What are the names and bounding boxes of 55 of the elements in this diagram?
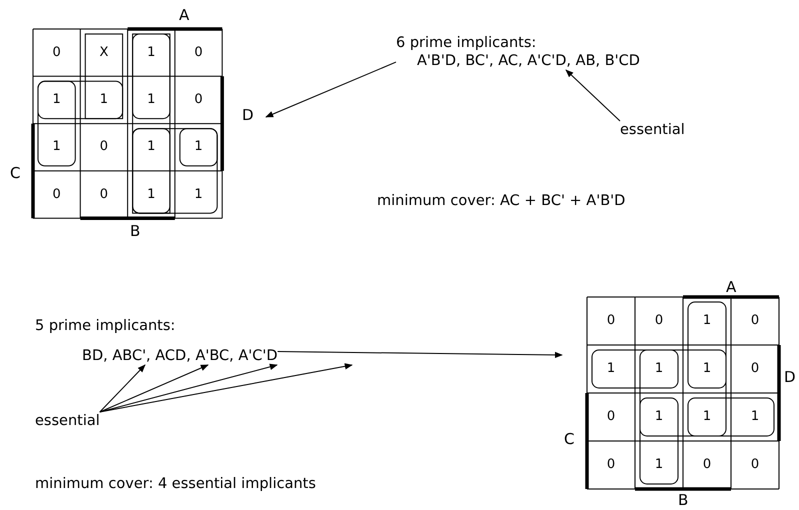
annotation-text: essential (35, 412, 100, 430)
cell-value: 1 (702, 408, 712, 426)
cell-value: 0 (98, 186, 110, 204)
cell-value: 0 (52, 44, 62, 62)
cell-value: 0 (702, 456, 712, 474)
cell-value: 1 (654, 360, 664, 378)
cell-value: 0 (750, 456, 760, 474)
arrow (99, 364, 146, 412)
cell-value: 1 (750, 408, 760, 426)
cell-value: X (98, 44, 110, 62)
arrow (99, 364, 278, 412)
variable-label: D (242, 106, 254, 124)
variable-label: A (179, 6, 190, 24)
cell-value: 1 (702, 360, 712, 378)
cell-value: 1 (146, 90, 156, 109)
arrow (277, 351, 563, 358)
note-text: minimum cover: 4 essential implicants (35, 475, 316, 493)
variable-label: B (678, 491, 688, 509)
cell-value: 1 (146, 138, 156, 156)
arrow (99, 364, 209, 412)
cell-value: 1 (193, 138, 204, 156)
cell-value: 0 (193, 90, 204, 109)
implicant-list: A'B'D, BC', AC, A'C'D, AB, B'CD (417, 52, 640, 70)
arrow (99, 363, 353, 412)
note-text: minimum cover: AC + BC' + A'B'D (377, 192, 626, 210)
cell-value: 0 (606, 456, 616, 474)
variable-label: D (784, 368, 796, 386)
cell-value: 1 (52, 90, 62, 109)
heading: 6 prime implicants: (396, 34, 536, 52)
cell-value: 1 (702, 312, 712, 330)
cell-value: 1 (654, 408, 664, 426)
cell-value: 1 (193, 186, 204, 204)
cell-value: 1 (146, 44, 156, 62)
cell-value: 0 (606, 312, 616, 330)
cell-value: 1 (146, 186, 156, 204)
cell-value: 0 (654, 312, 664, 330)
variable-label: A (726, 278, 736, 296)
cell-value: 0 (750, 312, 760, 330)
cell-value: 0 (193, 44, 204, 62)
cell-value: 0 (52, 186, 62, 204)
cell-value: 0 (750, 360, 760, 378)
annotation-text: essential (620, 121, 685, 139)
cell-value: 1 (654, 456, 664, 474)
variable-label: B (130, 222, 140, 240)
arrow (565, 69, 620, 122)
implicant-list: BD, ABC', ACD, A'BC, A'C'D (82, 347, 278, 365)
arrow (265, 62, 396, 118)
heading: 5 prime implicants: (35, 317, 176, 335)
cell-value: 0 (606, 408, 616, 426)
variable-label: C (564, 430, 574, 448)
variable-label: C (10, 164, 20, 182)
cell-value: 0 (98, 138, 110, 156)
cell-value: 1 (606, 360, 616, 378)
cell-value: 1 (98, 90, 110, 109)
cell-value: 1 (52, 138, 62, 156)
